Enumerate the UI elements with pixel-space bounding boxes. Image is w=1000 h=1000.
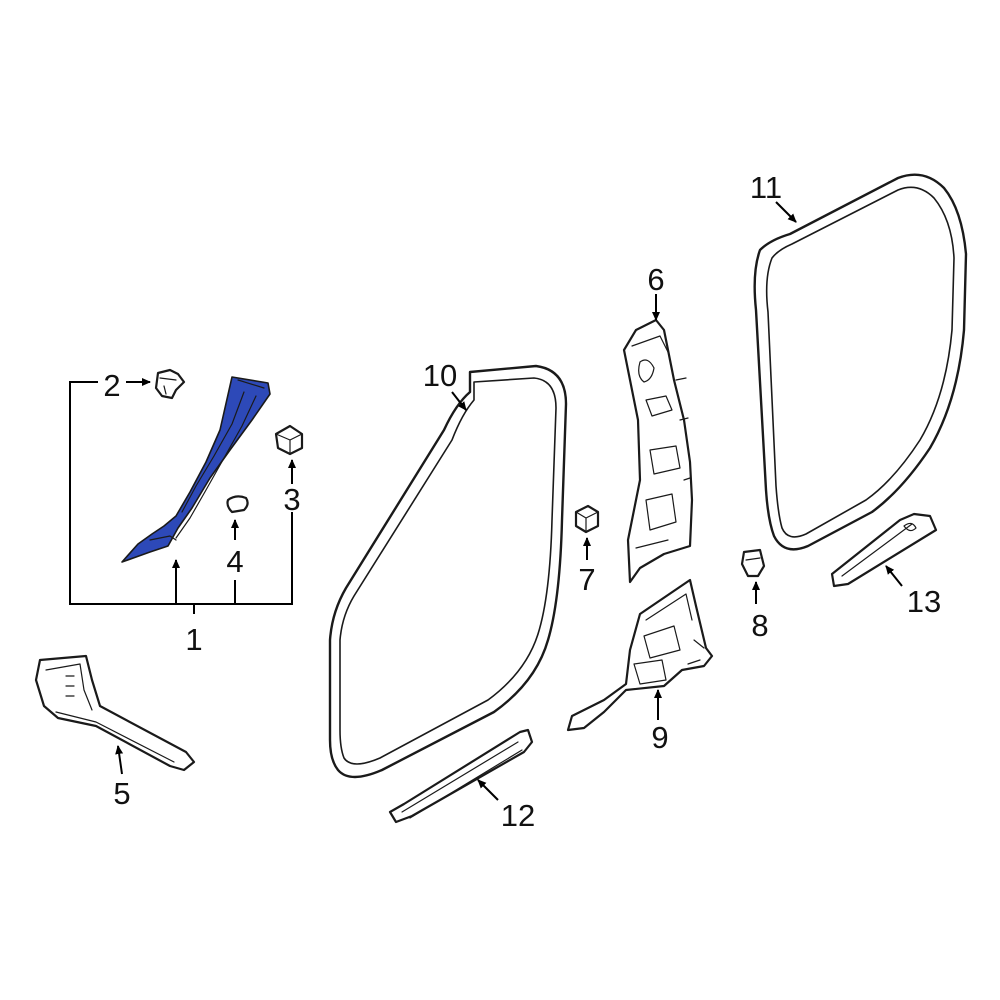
plug-part-4[interactable] [226, 495, 249, 514]
callout-10: 10 [423, 358, 457, 393]
rear-door-seal-part-11[interactable] [753, 173, 968, 551]
part-1-bracket [69, 381, 293, 614]
callout-8: 8 [751, 608, 768, 643]
retainer-part-3[interactable] [274, 424, 304, 456]
rear-sill-plate-part-13[interactable] [830, 512, 938, 588]
callout-4: 4 [226, 544, 243, 579]
b-pillar-lower-trim-part-9[interactable] [566, 578, 714, 732]
callout-12: 12 [501, 798, 535, 833]
block-clip-part-7[interactable] [574, 504, 600, 534]
callout-7: 7 [578, 562, 595, 597]
callout-2: 2 [103, 368, 120, 403]
callout-1: 1 [185, 622, 202, 657]
callout-13: 13 [907, 584, 941, 619]
cap-part-8[interactable] [740, 548, 766, 578]
callout-6: 6 [647, 262, 664, 297]
callout-5: 5 [113, 776, 130, 811]
callout-labels: 1 2 3 4 5 6 7 8 9 10 11 12 13 [103, 170, 941, 833]
front-sill-plate-part-12[interactable] [388, 728, 534, 824]
callout-3: 3 [283, 482, 300, 517]
front-door-seal-part-10[interactable] [328, 364, 568, 779]
a-pillar-trim-part[interactable] [121, 376, 271, 563]
callout-11: 11 [750, 170, 782, 205]
kick-panel-part-5[interactable] [34, 654, 196, 772]
b-pillar-upper-trim-part-6[interactable] [622, 318, 694, 584]
callout-9: 9 [651, 720, 668, 755]
clip-part-2[interactable] [154, 368, 186, 400]
